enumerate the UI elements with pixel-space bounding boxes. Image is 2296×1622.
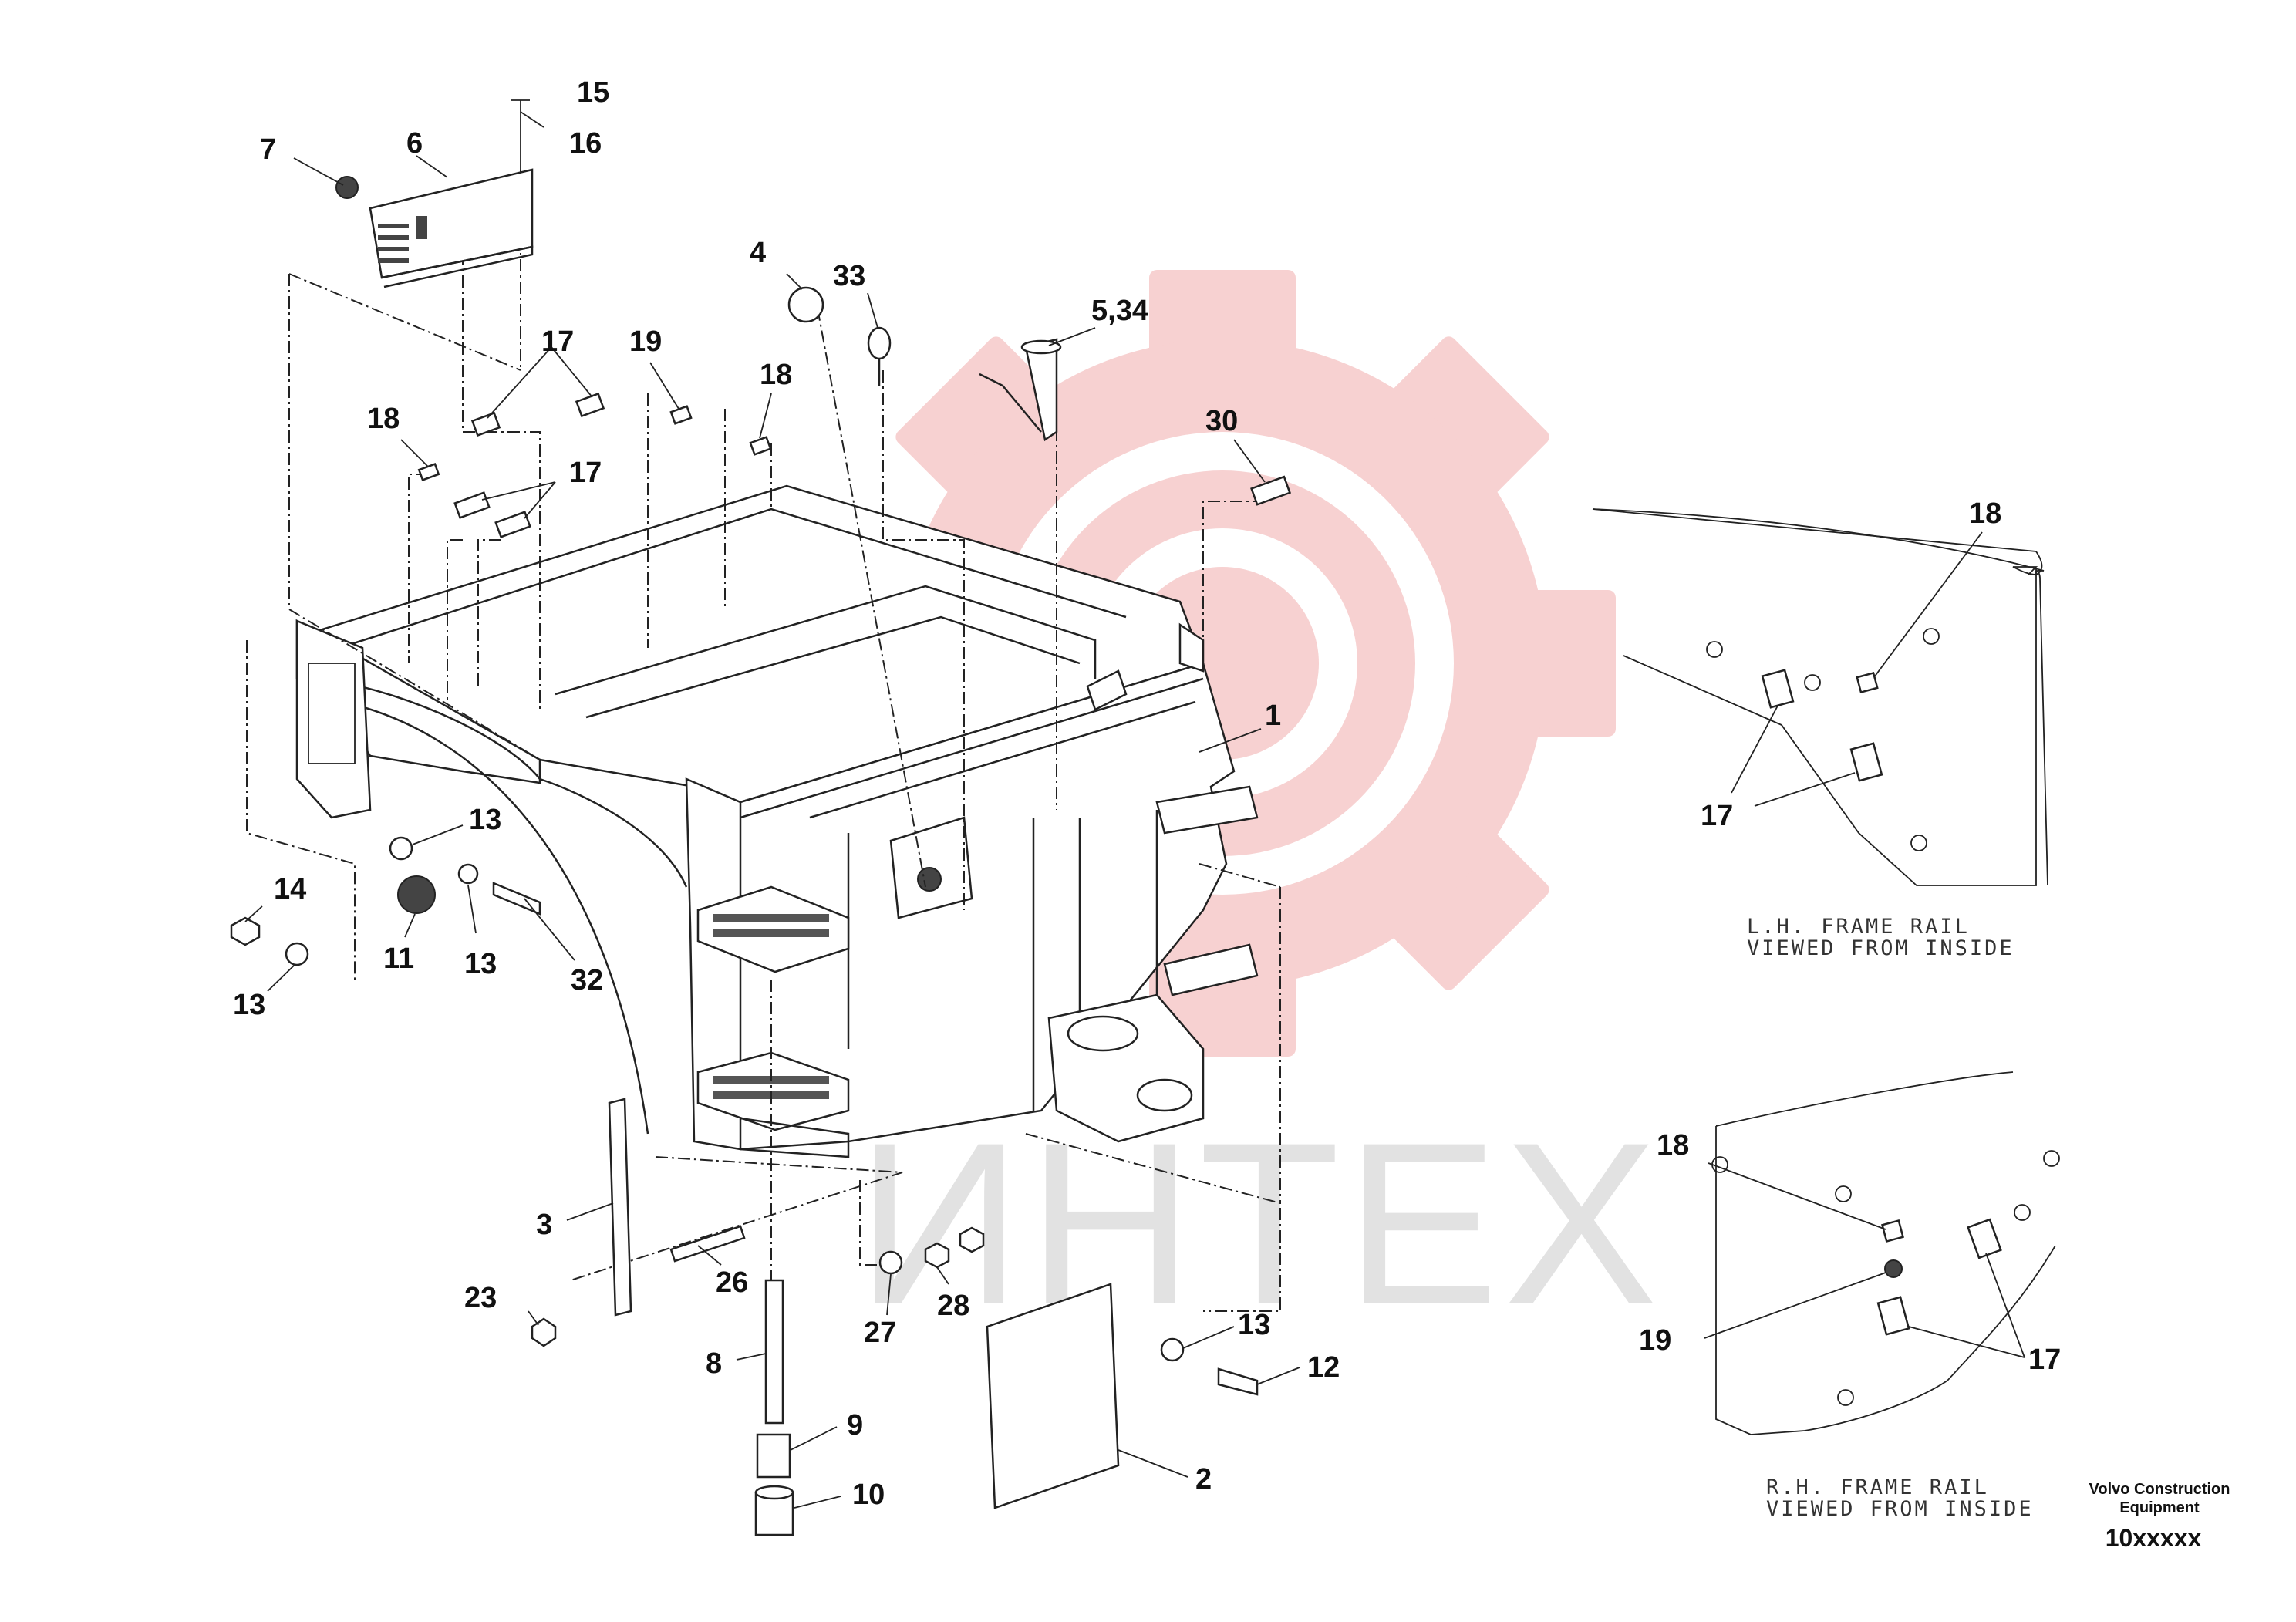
watermark-text: ИНТЕХ (856, 1094, 1663, 1353)
callout-10: 10 (852, 1479, 885, 1511)
drawing-code: 10xxxxx (2106, 1524, 2202, 1552)
callout-18: 18 (1657, 1129, 1689, 1162)
rh-caption-line2: VIEWED FROM INSIDE (1766, 1497, 2034, 1521)
lh-caption-line2: VIEWED FROM INSIDE (1747, 936, 2014, 960)
callout-30: 30 (1205, 405, 1238, 437)
callout-17: 17 (2028, 1344, 2061, 1376)
callout-11: 11 (383, 943, 414, 975)
callout-17: 17 (541, 325, 574, 358)
callout-13: 13 (464, 948, 497, 980)
callout-13: 13 (1238, 1309, 1270, 1341)
callout-14: 14 (274, 873, 306, 905)
callout-19: 19 (629, 325, 662, 358)
callout-1: 1 (1265, 700, 1281, 732)
callout-18: 18 (367, 403, 400, 435)
callout-3: 3 (536, 1209, 552, 1241)
brand-line2: Equipment (2119, 1499, 2200, 1516)
callout-9: 9 (847, 1409, 863, 1442)
callout-2: 2 (1195, 1463, 1212, 1496)
callout-26: 26 (716, 1266, 748, 1299)
callout-27: 27 (864, 1317, 896, 1349)
callout-16: 16 (569, 127, 602, 160)
callout-17: 17 (1701, 800, 1733, 832)
callout-23: 23 (464, 1282, 497, 1314)
callout-8: 8 (706, 1347, 722, 1380)
callout-28: 28 (937, 1290, 969, 1322)
callout-19: 19 (1639, 1324, 1671, 1357)
callout-5-34: 5,34 (1091, 295, 1148, 327)
callout-labels: 15 16 7 6 4 33 5,34 17 19 18 18 17 30 1 … (233, 76, 2061, 1511)
callout-17: 17 (569, 457, 602, 489)
lh-caption-line1: L.H. FRAME RAIL (1747, 915, 1970, 939)
lh-frame-rail-detail (1592, 508, 2048, 886)
rh-caption-line1: R.H. FRAME RAIL (1766, 1475, 1989, 1499)
rh-frame-rail-detail (1704, 1071, 2060, 1435)
callout-12: 12 (1307, 1351, 1340, 1384)
callout-7: 7 (260, 133, 276, 166)
callout-18: 18 (760, 359, 792, 391)
callout-32: 32 (571, 964, 603, 996)
parts (230, 99, 1292, 1536)
callout-18: 18 (1969, 497, 2001, 530)
callout-6: 6 (406, 127, 423, 160)
callout-13: 13 (233, 989, 265, 1021)
callout-4: 4 (750, 237, 766, 269)
callout-15: 15 (577, 76, 609, 109)
callout-13: 13 (469, 804, 501, 836)
brand-line1: Volvo Construction (2089, 1481, 2230, 1498)
frame-assembly (295, 484, 1259, 1158)
leader-lines (244, 111, 1300, 1509)
callout-33: 33 (833, 260, 865, 292)
